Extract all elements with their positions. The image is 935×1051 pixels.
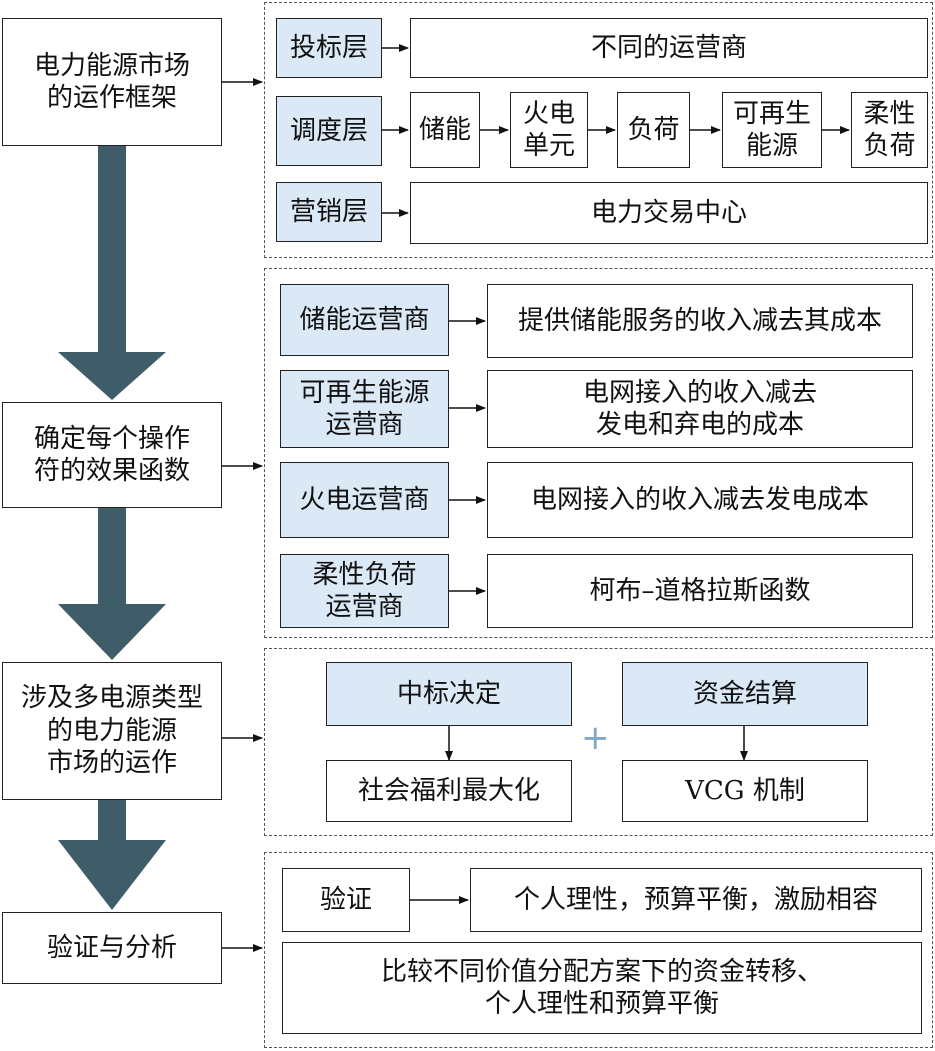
dispatch-flexible-box: 柔性 负荷 — [851, 92, 928, 168]
flexible-operator-label: 柔性负荷 运营商 — [312, 559, 417, 623]
dispatch-thermal-label: 火电 单元 — [522, 98, 575, 162]
flexible-function-box: 柯布–道格拉斯函数 — [487, 554, 913, 628]
marketing-layer-label: 营销层 — [289, 196, 368, 227]
bidding-layer-box: 投标层 — [276, 18, 382, 78]
comparison-label: 比较不同价值分配方案下的资金转移、 个人理性和预算平衡 — [380, 956, 823, 1020]
step-market-operation: 涉及多电源类型 的电力能源 市场的运作 — [2, 662, 222, 800]
renewable-function-label: 电网接入的收入减去 发电和弃电的成本 — [582, 377, 817, 441]
dispatch-layer-box: 调度层 — [276, 96, 382, 166]
dispatch-layer-label: 调度层 — [289, 115, 368, 146]
marketing-desc-box: 电力交易中心 — [410, 182, 928, 244]
storage-function-box: 提供储能服务的收入减去其成本 — [487, 284, 913, 358]
settlement-box: 资金结算 — [622, 662, 868, 726]
plus-sign: + — [581, 718, 610, 758]
vcg-mechanism-label: VCG 机制 — [685, 775, 805, 806]
thermal-operator-label: 火电运营商 — [299, 484, 430, 515]
storage-operator-label: 储能运营商 — [299, 304, 430, 335]
dispatch-thermal-box: 火电 单元 — [510, 92, 588, 168]
step-market-operation-label: 涉及多电源类型 的电力能源 市场的运作 — [20, 683, 203, 779]
properties-label: 个人理性，预算平衡，激励相容 — [513, 884, 878, 915]
winning-decision-box: 中标决定 — [326, 662, 572, 726]
thermal-function-box: 电网接入的收入减去发电成本 — [487, 462, 913, 538]
social-welfare-label: 社会福利最大化 — [357, 775, 540, 806]
storage-function-label: 提供储能服务的收入减去其成本 — [517, 305, 882, 336]
comparison-box: 比较不同价值分配方案下的资金转移、 个人理性和预算平衡 — [282, 942, 922, 1034]
dispatch-storage-label: 储能 — [418, 114, 471, 145]
verification-group — [264, 852, 933, 1048]
flow-arrow-3 — [58, 800, 166, 910]
thermal-function-label: 电网接入的收入减去发电成本 — [530, 484, 869, 515]
vcg-mechanism-box: VCG 机制 — [622, 760, 868, 822]
winning-decision-label: 中标决定 — [396, 678, 501, 709]
renewable-operator-box: 可再生能源 运营商 — [280, 370, 449, 448]
dispatch-flexible-label: 柔性 负荷 — [863, 98, 916, 162]
bidding-desc-box: 不同的运营商 — [410, 18, 928, 78]
bidding-layer-label: 投标层 — [289, 32, 368, 63]
market-operation-group — [264, 648, 933, 836]
dispatch-load-box: 负荷 — [617, 92, 690, 168]
flexible-function-label: 柯布–道格拉斯函数 — [589, 575, 811, 606]
flexible-operator-box: 柔性负荷 运营商 — [280, 554, 449, 628]
dispatch-renewable-box: 可再生 能源 — [722, 92, 822, 168]
storage-operator-box: 储能运营商 — [280, 284, 449, 356]
settlement-label: 资金结算 — [692, 678, 797, 709]
bidding-desc-label: 不同的运营商 — [590, 32, 747, 63]
marketing-layer-box: 营销层 — [276, 182, 382, 242]
step-verification-label: 验证与分析 — [46, 932, 177, 963]
effect-functions-group — [264, 268, 933, 638]
dispatch-load-label: 负荷 — [627, 114, 680, 145]
step-framework: 电力能源市场 的运作框架 — [2, 18, 222, 146]
thermal-operator-box: 火电运营商 — [280, 462, 449, 538]
framework-group — [264, 2, 933, 258]
flow-arrow-1 — [58, 146, 166, 400]
step-framework-label: 电力能源市场 的运作框架 — [33, 50, 190, 114]
renewable-operator-label: 可再生能源 运营商 — [299, 377, 430, 441]
properties-box: 个人理性，预算平衡，激励相容 — [470, 868, 922, 932]
flow-arrow-2 — [58, 508, 166, 660]
step-effect-functions: 确定每个操作 符的效果函数 — [2, 402, 222, 508]
step-verification: 验证与分析 — [2, 912, 222, 984]
verify-label: 验证 — [319, 884, 372, 915]
social-welfare-box: 社会福利最大化 — [326, 760, 572, 822]
step-effect-functions-label: 确定每个操作 符的效果函数 — [33, 423, 190, 487]
renewable-function-box: 电网接入的收入减去 发电和弃电的成本 — [487, 370, 913, 448]
verify-box: 验证 — [282, 868, 410, 932]
dispatch-renewable-label: 可再生 能源 — [732, 98, 811, 162]
dispatch-storage-box: 储能 — [410, 92, 480, 168]
marketing-desc-label: 电力交易中心 — [590, 197, 747, 228]
